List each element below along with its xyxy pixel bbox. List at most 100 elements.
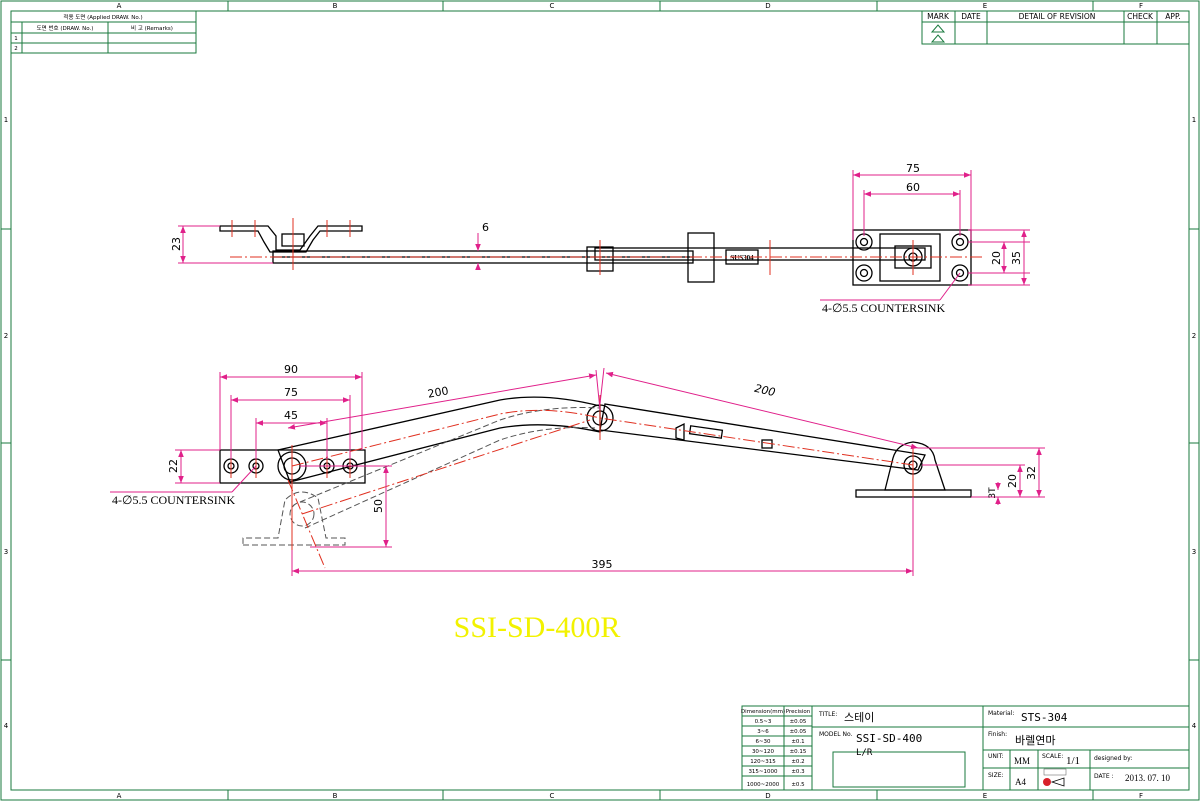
applied-table-col-drawno: 도면 번호 (DRAW. No.) xyxy=(37,24,94,32)
applied-table-row-1: 1 xyxy=(14,36,18,42)
dim-side-32-label: 32 xyxy=(1025,466,1038,480)
dim-side-75-label: 75 xyxy=(284,386,298,399)
tol-row-5-prec: ±0.2 xyxy=(791,759,804,765)
finish-label: Finish: xyxy=(988,731,1007,738)
tol-header-dimension: Dimension(mm) xyxy=(741,709,785,715)
top-bracket-stamp: SUS304 xyxy=(730,254,754,262)
dim-top-23-label: 23 xyxy=(170,237,183,251)
material-label: Material: xyxy=(988,710,1014,717)
top-left-bracket xyxy=(219,225,363,253)
dim-side-90-label: 90 xyxy=(284,363,298,376)
top-countersink-note: 4-∅5.5 COUNTERSINK xyxy=(820,272,961,315)
tol-row-5-dim: 120~315 xyxy=(750,759,776,765)
date-value: 2013. 07. 10 xyxy=(1125,773,1171,783)
revision-header-check: CHECK xyxy=(1127,12,1154,21)
applied-table-title: 적용 도면 (Applied DRAW. No.) xyxy=(63,13,142,21)
title-block: TITLE: 스테이 MODEL No. SSI-SD-400 L/R Mate… xyxy=(811,705,1190,791)
applied-table-row-2: 2 xyxy=(14,46,18,52)
finish-value: 바렐연마 xyxy=(1015,734,1055,747)
dim-side-90: 90 xyxy=(219,363,363,450)
side-countersink-note: 4-∅5.5 COUNTERSINK xyxy=(110,465,257,507)
top-short-arm xyxy=(594,247,926,261)
model-watermark: SSI-SD-400R xyxy=(454,611,621,644)
date-label: DATE : xyxy=(1094,773,1114,780)
border-row-4-left: 4 xyxy=(4,722,9,730)
dim-top-60: 60 xyxy=(863,181,961,236)
border-col-a-bottom: A xyxy=(117,792,122,800)
tol-row-1-prec: ±0.05 xyxy=(790,719,807,725)
dim-top-75: 75 xyxy=(852,162,972,240)
applied-table-col-remarks: 비 고 (Remarks) xyxy=(131,24,173,32)
border-col-e-bottom: E xyxy=(983,792,987,800)
dim-side-395: 395 xyxy=(291,497,914,576)
border-col-c-bottom: C xyxy=(550,792,555,800)
unit-label: UNIT: xyxy=(988,753,1004,760)
border-row-1-left: 1 xyxy=(4,116,8,124)
dim-top-35-label: 35 xyxy=(1010,251,1023,265)
border-row-1-right: 1 xyxy=(1192,116,1196,124)
dim-side-395-label: 395 xyxy=(592,558,613,571)
company-logo-icon xyxy=(1043,768,1067,787)
dim-top-75-label: 75 xyxy=(906,162,920,175)
tol-row-3-prec: ±0.1 xyxy=(791,739,804,745)
dim-top-20-label: 20 xyxy=(990,251,1003,265)
dim-side-200-left: 200 xyxy=(287,369,601,430)
designed-label: designed by: xyxy=(1094,755,1132,762)
dim-side-3t: 3T xyxy=(988,482,1001,505)
side-right-bracket xyxy=(884,441,946,491)
tol-row-6-dim: 315~1000 xyxy=(748,769,778,775)
dim-side-50: 50 xyxy=(300,465,392,548)
title-label: TITLE: xyxy=(818,711,837,718)
tol-row-7-prec: ±0.5 xyxy=(791,782,805,788)
dim-top-6-label: 6 xyxy=(482,221,489,234)
scale-label: SCALE: xyxy=(1042,753,1063,760)
tol-row-3-dim: 6~30 xyxy=(755,739,771,745)
border-row-2-left: 2 xyxy=(4,332,8,340)
top-view: SUS304 6 xyxy=(170,162,1030,315)
top-countersink-label: 4-∅5.5 COUNTERSINK xyxy=(822,301,945,315)
dim-top-23: 23 xyxy=(170,225,273,264)
tol-row-2-prec: ±0.05 xyxy=(790,729,807,735)
dim-top-60-label: 60 xyxy=(906,181,920,194)
revision-table: MARK DATE DETAIL OF REVISION CHECK APP. xyxy=(921,10,1190,45)
border-col-d-top: D xyxy=(765,2,770,10)
border-col-f-top: F xyxy=(1139,2,1143,10)
dim-side-32-20: 32 20 xyxy=(918,447,1045,498)
border-col-d-bottom: D xyxy=(765,792,770,800)
revision-header-detail: DETAIL OF REVISION xyxy=(1019,12,1096,21)
tol-header-precision: Precision xyxy=(786,709,811,715)
border-col-b-bottom: B xyxy=(333,792,338,800)
dim-side-200-right-label: 200 xyxy=(753,382,776,399)
border-col-b-top: B xyxy=(333,2,338,10)
model-label: MODEL No. xyxy=(819,731,853,738)
tol-row-6-prec: ±0.3 xyxy=(791,769,805,775)
side-short-arm xyxy=(599,403,926,471)
border-col-c-top: C xyxy=(550,2,555,10)
dim-side-200-left-label: 200 xyxy=(427,384,450,400)
size-value: A4 xyxy=(1015,777,1026,787)
scale-value: 1/1 xyxy=(1066,755,1080,767)
dim-top-6: 6 xyxy=(475,221,489,270)
model-value: SSI-SD-400 xyxy=(856,732,922,745)
dim-top-20-35: 20 35 xyxy=(968,229,1030,286)
border-row-3-right: 3 xyxy=(1192,548,1196,556)
dim-side-20-label: 20 xyxy=(1006,474,1019,488)
tol-row-7-dim: 1000~2000 xyxy=(747,782,780,788)
material-value: STS-304 xyxy=(1021,711,1068,724)
tol-row-4-dim: 30~120 xyxy=(752,749,775,755)
revision-header-app: APP. xyxy=(1165,12,1180,21)
tol-row-2-dim: 3~6 xyxy=(757,729,769,735)
side-view: 90 75 45 22 200 xyxy=(110,363,1045,576)
title-value: 스테이 xyxy=(844,711,874,724)
size-label: SIZE: xyxy=(988,772,1004,779)
border-row-4-right: 4 xyxy=(1192,722,1197,730)
revision-triangle-icon xyxy=(930,24,946,43)
model-sub: L/R xyxy=(856,748,873,758)
border-row-3-left: 3 xyxy=(4,548,8,556)
border-col-f-bottom: F xyxy=(1139,792,1143,800)
dim-side-200-right: 200 xyxy=(599,367,919,450)
dim-side-3t-label: 3T xyxy=(988,487,998,499)
dim-side-22: 22 xyxy=(167,449,220,484)
